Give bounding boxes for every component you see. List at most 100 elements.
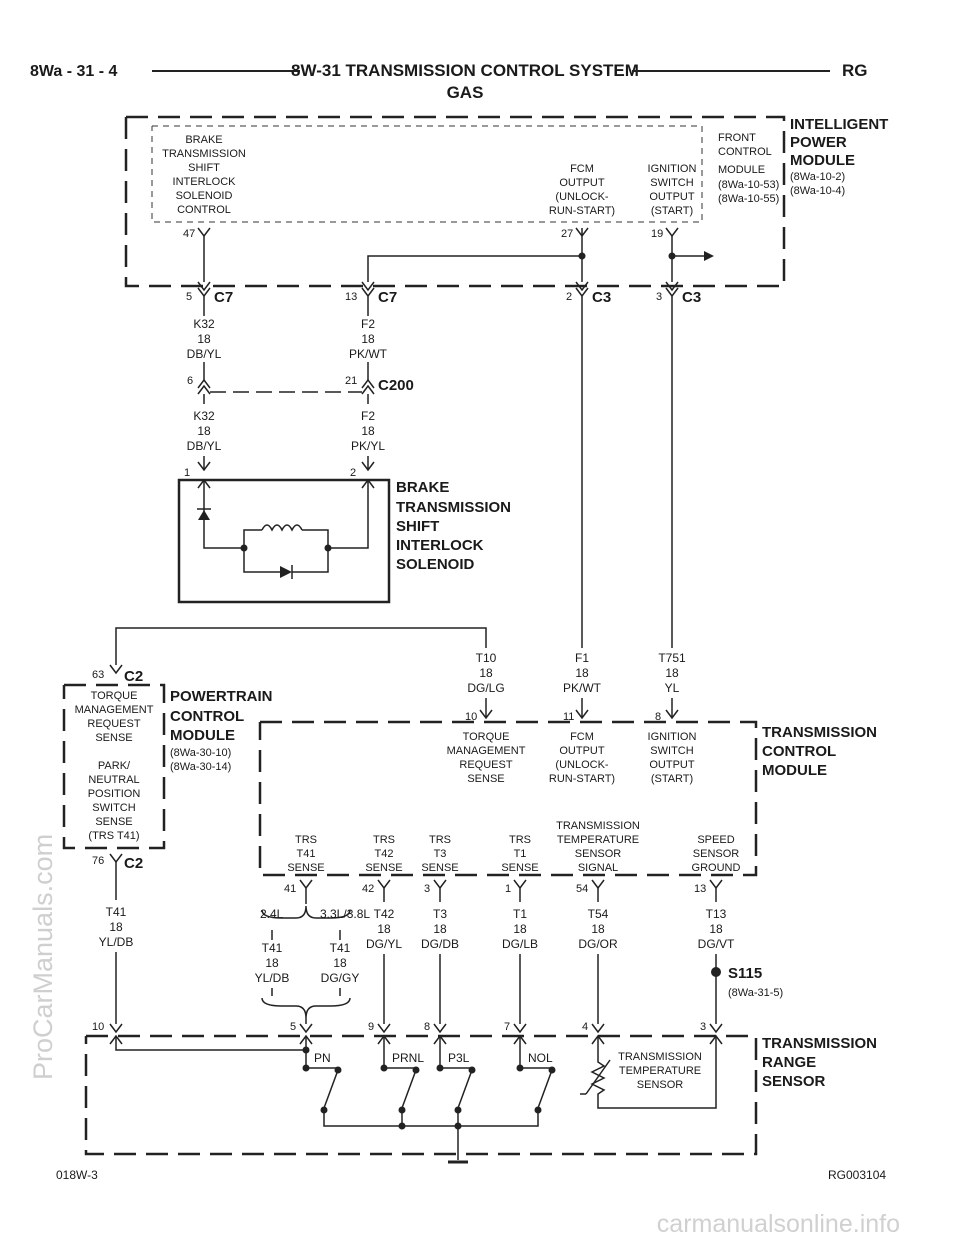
- svg-text:FCM: FCM: [570, 163, 594, 175]
- svg-text:TRS: TRS: [509, 834, 531, 846]
- svg-text:SENSE: SENSE: [421, 862, 458, 874]
- tcm-trs-t41-label: TRS T41 SENSE: [287, 834, 324, 874]
- svg-text:NEUTRAL: NEUTRAL: [88, 774, 139, 786]
- page-subtitle: GAS: [447, 83, 484, 102]
- page-title: 8W-31 TRANSMISSION CONTROL SYSTEM: [291, 61, 639, 80]
- fcm-label-1: FRONT: [718, 132, 756, 144]
- svg-text:T751: T751: [658, 651, 686, 665]
- svg-text:T3: T3: [433, 907, 447, 921]
- svg-text:K32: K32: [193, 317, 215, 331]
- trs-pin-3: 3: [700, 1021, 706, 1033]
- wire-t1: T1 18 DG/LB: [502, 907, 538, 951]
- svg-text:OUTPUT: OUTPUT: [559, 177, 605, 189]
- svg-text:(UNLOCK-: (UNLOCK-: [555, 759, 609, 771]
- svg-text:CONTROL: CONTROL: [170, 708, 244, 725]
- wire-f2-lower: F2 18 PK/YL: [351, 409, 385, 453]
- svg-text:18: 18: [513, 922, 527, 936]
- svg-text:SENSOR: SENSOR: [693, 848, 740, 860]
- footer-right-code: RG003104: [828, 1168, 886, 1182]
- c200-name: C200: [378, 377, 414, 394]
- svg-text:REQUEST: REQUEST: [459, 759, 512, 771]
- svg-text:RUN-START): RUN-START): [549, 773, 615, 785]
- ipm-box: [124, 115, 786, 288]
- svg-text:SENSE: SENSE: [95, 732, 132, 744]
- svg-text:(8Wa-30-14): (8Wa-30-14): [170, 761, 231, 773]
- svg-text:T1: T1: [513, 907, 527, 921]
- svg-text:SOLENOID: SOLENOID: [176, 190, 233, 202]
- tcm-pin-13: 13: [694, 883, 706, 895]
- ipm-ref-2: (8Wa-10-4): [790, 185, 845, 197]
- svg-text:BRAKE: BRAKE: [396, 479, 449, 496]
- trs-pin-9: 9: [368, 1021, 374, 1033]
- svg-text:SWITCH: SWITCH: [650, 177, 693, 189]
- btsi-name: BRAKE TRANSMISSION SHIFT INTERLOCK SOLEN…: [396, 479, 511, 573]
- svg-text:PARK/: PARK/: [98, 760, 131, 772]
- c7b-name: C7: [378, 289, 397, 306]
- svg-text:T54: T54: [588, 907, 609, 921]
- svg-text:POWERTRAIN: POWERTRAIN: [170, 688, 273, 705]
- svg-text:T41: T41: [297, 848, 316, 860]
- pcm-bottom-conn: C2: [124, 855, 143, 872]
- wire-t3: T3 18 DG/DB: [421, 907, 459, 951]
- svg-text:SENSE: SENSE: [287, 862, 324, 874]
- svg-text:BRAKE: BRAKE: [185, 134, 222, 146]
- tcm-pin-8: 8: [655, 711, 661, 723]
- fcm-label-3: MODULE: [718, 164, 765, 176]
- c200-pin-right: 21: [345, 375, 357, 387]
- wire-t41-24: T41 18 YL/DB: [255, 941, 290, 985]
- tcm-pin-1: 1: [505, 883, 511, 895]
- fcm-ref-1: (8Wa-10-53): [718, 179, 779, 191]
- svg-text:K32: K32: [193, 409, 215, 423]
- svg-text:DG/VT: DG/VT: [698, 937, 735, 951]
- svg-text:SENSOR: SENSOR: [762, 1073, 826, 1090]
- svg-text:18: 18: [575, 666, 589, 680]
- svg-text:CONTROL: CONTROL: [762, 743, 836, 760]
- svg-text:18: 18: [433, 922, 447, 936]
- svg-text:18: 18: [665, 666, 679, 680]
- wire-t41-33: T41 18 DG/GY: [321, 941, 360, 985]
- svg-text:SOLENOID: SOLENOID: [396, 556, 475, 573]
- splice-ref: (8Wa-31-5): [728, 987, 783, 999]
- wire-t41: T41 18 YL/DB: [99, 905, 134, 949]
- svg-text:POSITION: POSITION: [88, 788, 141, 800]
- wire-f2-upper: F2 18 PK/WT: [349, 317, 388, 361]
- wire-t751: T751 18 YL: [658, 651, 686, 695]
- svg-text:(UNLOCK-: (UNLOCK-: [555, 191, 609, 203]
- svg-text:18: 18: [333, 956, 347, 970]
- svg-text:GROUND: GROUND: [692, 862, 741, 874]
- svg-text:TRS: TRS: [373, 834, 395, 846]
- c7b-pin: 13: [345, 291, 357, 303]
- svg-text:RANGE: RANGE: [762, 1054, 816, 1071]
- svg-text:T41: T41: [262, 941, 283, 955]
- pcm-bottom-pin: 76: [92, 855, 104, 867]
- svg-text:YL: YL: [665, 681, 680, 695]
- svg-text:TORQUE: TORQUE: [91, 690, 138, 702]
- svg-text:TRANSMISSION: TRANSMISSION: [762, 1035, 877, 1052]
- svg-text:SPEED: SPEED: [697, 834, 734, 846]
- ipm-circuit-btsi-label: BRAKE TRANSMISSION SHIFT INTERLOCK SOLEN…: [162, 134, 246, 216]
- ipm-circuit-fcm-label: FCM OUTPUT (UNLOCK- RUN-START): [549, 163, 615, 217]
- btsi-pin-2: 2: [350, 467, 356, 479]
- svg-text:DG/LB: DG/LB: [502, 937, 538, 951]
- svg-text:PK/WT: PK/WT: [349, 347, 388, 361]
- svg-text:SHIFT: SHIFT: [396, 518, 439, 535]
- btsi-pin-1: 1: [184, 467, 190, 479]
- svg-text:OUTPUT: OUTPUT: [649, 759, 695, 771]
- svg-text:CONTROL: CONTROL: [177, 204, 231, 216]
- trs-name: TRANSMISSION RANGE SENSOR: [762, 1035, 877, 1090]
- svg-text:REQUEST: REQUEST: [87, 718, 140, 730]
- ipm-pin-19: 19: [651, 228, 663, 240]
- wire-f1: F1 18 PK/WT: [563, 651, 602, 695]
- tcm-box: [258, 720, 758, 877]
- svg-text:T13: T13: [706, 907, 727, 921]
- svg-text:YL/DB: YL/DB: [255, 971, 290, 985]
- ipm-pin-27: 27: [561, 228, 573, 240]
- switch-label-p3l: P3L: [448, 1051, 470, 1065]
- svg-text:(START): (START): [651, 773, 693, 785]
- svg-text:SENSOR: SENSOR: [637, 1079, 684, 1091]
- svg-text:MODULE: MODULE: [170, 727, 235, 744]
- svg-text:F2: F2: [361, 317, 375, 331]
- svg-text:MODULE: MODULE: [762, 762, 827, 779]
- svg-text:TORQUE: TORQUE: [463, 731, 510, 743]
- svg-text:DB/YL: DB/YL: [187, 439, 222, 453]
